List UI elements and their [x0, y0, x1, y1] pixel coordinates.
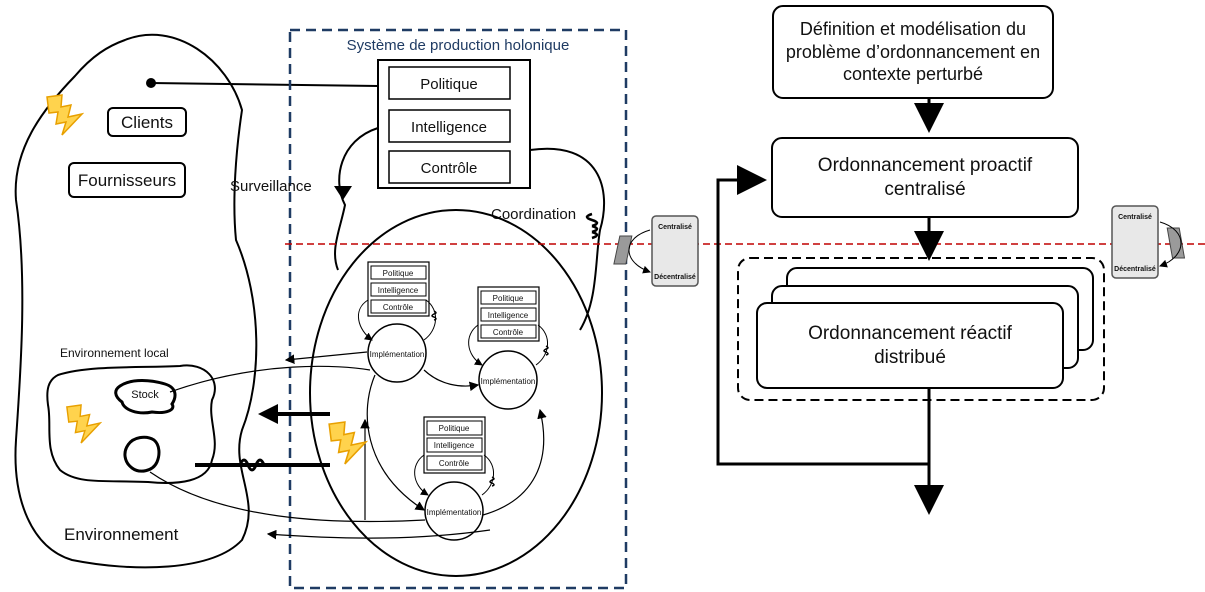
subholon-2-intelligence-label: Intelligence — [488, 311, 529, 320]
subholon-2-implementation-label: Implémentation — [481, 377, 536, 386]
surveillance-loop — [334, 127, 379, 271]
subholon-3-politique-label: Politique — [439, 424, 470, 433]
suppliers-label: Fournisseurs — [78, 171, 176, 190]
switch-1-toggle-arrow-icon — [628, 229, 651, 274]
subholon-2-politique-box — [480, 290, 537, 305]
subholon-1-controle-label: Contrôle — [383, 303, 414, 312]
subholon-3-intelligence-label: Intelligence — [434, 441, 475, 450]
coordination-label: Coordination — [491, 206, 576, 223]
subholon-3-implementation-label: Implémentation — [427, 508, 482, 517]
switch-1-centralise-label: Centralisé — [658, 224, 692, 231]
subholon-1-implementation-label: Implémentation — [370, 350, 425, 359]
subholon-3-controle-label: Contrôle — [439, 459, 470, 468]
step3-box — [756, 302, 1064, 389]
impl-3-to-2-arrow — [482, 408, 547, 516]
switch-1-decentralise-label: Décentralisé — [654, 274, 696, 281]
controle-box — [388, 150, 511, 184]
subholon-2-implementation-circle — [478, 350, 538, 410]
subholon-3-implementation-circle — [424, 481, 484, 541]
subholon-1-spring-icon — [431, 310, 437, 321]
environment-boundary — [14, 33, 258, 569]
subholon-2-intelligence-box — [480, 307, 537, 322]
impl-to-local-env-arrow — [284, 351, 368, 364]
centralised-switch-1: Centralisé Décentralisé — [613, 215, 699, 287]
step1-box — [772, 5, 1054, 99]
subholon-1-intelligence-label: Intelligence — [378, 286, 419, 295]
thick-link-spring-icon — [238, 458, 266, 472]
clients-box — [107, 107, 187, 137]
resource-outline — [123, 435, 161, 473]
subholon-3-controle-box — [426, 455, 483, 471]
local-environment-boundary — [46, 364, 216, 484]
politique-box — [388, 66, 511, 100]
intelligence-box — [388, 109, 511, 143]
subholon-3-surveillance-arrow — [414, 454, 429, 496]
subholon-3-control-link — [481, 454, 494, 496]
holonic-system-title: Système de production holonique — [347, 37, 570, 54]
centralised-switch-2: Centralisé Décentralisé — [1111, 205, 1186, 279]
subholon-1-controle-box — [370, 299, 427, 314]
surveillance-label: Surveillance — [230, 178, 312, 195]
subholon-2-surveillance-arrow — [468, 324, 483, 366]
clients-label: Clients — [121, 113, 173, 132]
suppliers-box — [68, 162, 186, 198]
subholon-1-politique-box — [370, 265, 427, 280]
holonic-system-frame — [288, 28, 628, 590]
stock-label: Stock — [131, 389, 159, 401]
step2-label: Ordonnancement proactif centralisé — [817, 154, 1033, 200]
subholon-2-politique-label: Politique — [493, 294, 524, 303]
subholon-2-control-link — [535, 324, 548, 366]
coordination-loop — [529, 147, 606, 331]
local-disturbance-lightning-icon — [66, 404, 101, 444]
subholon-1-surveillance-arrow — [358, 299, 373, 341]
step1-label: Définition et modélisation du problème d… — [785, 19, 1041, 85]
holarchy-ellipse — [309, 209, 603, 577]
step2-box — [771, 137, 1079, 218]
surveillance-arrow-icon — [334, 186, 352, 200]
stock-outline — [114, 379, 177, 415]
environment-label: Environnement — [64, 525, 179, 544]
impl-3-to-env-arrow — [266, 529, 491, 540]
subholon-1-intelligence-box — [370, 282, 427, 297]
clients-to-holon-link — [150, 82, 379, 87]
subholon-3-intelligence-box — [426, 437, 483, 453]
coordination-spring-icon — [585, 212, 599, 240]
holon-disturbance-lightning-icon — [328, 421, 367, 465]
subholon-1-politique-label: Politique — [383, 269, 414, 278]
controle-label: Contrôle — [421, 160, 478, 177]
subholon-3-spring-icon — [489, 476, 495, 487]
resource-to-impl-link — [149, 471, 426, 523]
switch-2-centralise-label: Centralisé — [1118, 214, 1152, 221]
subholon-2-controle-box — [480, 324, 537, 339]
impl-1-to-3-arrow — [366, 374, 426, 511]
thick-arrowhead-icon — [258, 404, 278, 424]
intelligence-label: Intelligence — [411, 119, 487, 136]
switch-2-decentralise-label: Décentralisé — [1114, 266, 1156, 273]
distributed-group-frame — [737, 257, 1105, 401]
subholon-2-controle-label: Contrôle — [493, 328, 524, 337]
local-environment-label: Environnement local — [60, 346, 169, 360]
step3-label: Ordonnancement réactif distribué — [808, 322, 1012, 368]
subholon-3-politique-box — [426, 420, 483, 436]
stock-to-impl-link — [169, 365, 371, 393]
disturbance-lightning-icon — [46, 94, 83, 136]
switch-2-toggle-arrow-icon — [1159, 221, 1182, 268]
feedback-loop-arrow — [716, 165, 931, 466]
politique-label: Politique — [420, 76, 478, 93]
subholon-2-spring-icon — [543, 345, 549, 356]
subholon-1-implementation-circle — [367, 323, 427, 383]
impl-1-to-2-arrow — [423, 369, 480, 392]
